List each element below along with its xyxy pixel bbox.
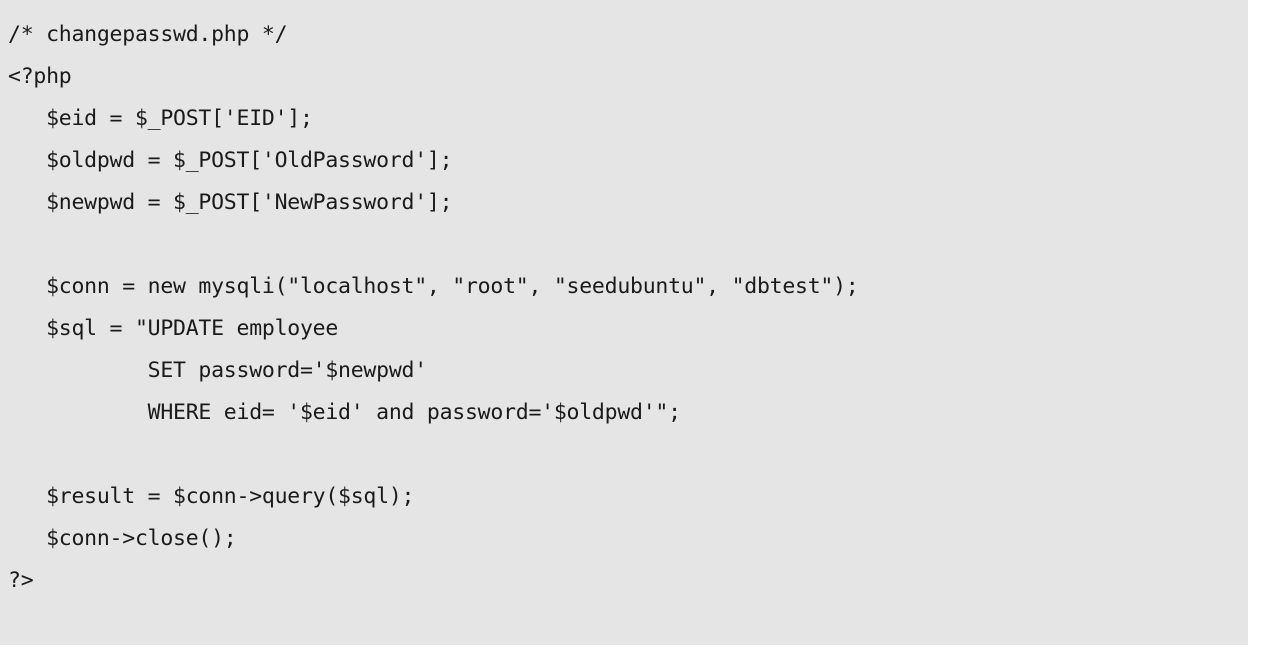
code-line-9: SET password='$newpwd' (8, 358, 428, 383)
code-line-1: /* changepasswd.php */ (8, 22, 288, 47)
code-line-7: $conn = new mysqli("localhost", "root", … (8, 274, 859, 299)
code-line-14: ?> (8, 568, 34, 593)
code-line-10: WHERE eid= '$eid' and password='$oldpwd'… (8, 400, 681, 425)
code-line-3: $eid = $_POST['EID']; (8, 106, 313, 131)
code-line-8: $sql = "UPDATE employee (8, 316, 339, 341)
code-listing: /* changepasswd.php */ <?php $eid = $_POS… (8, 14, 859, 602)
code-line-12: $result = $conn->query($sql); (8, 484, 415, 509)
code-line-5: $newpwd = $_POST['NewPassword']; (8, 190, 453, 215)
code-line-2: <?php (8, 64, 72, 89)
code-line-13: $conn->close(); (8, 526, 237, 551)
code-line-6 (8, 224, 859, 266)
code-line-4: $oldpwd = $_POST['OldPassword']; (8, 148, 453, 173)
code-block: /* changepasswd.php */ <?php $eid = $_POS… (0, 0, 1248, 645)
code-line-11 (8, 434, 859, 476)
